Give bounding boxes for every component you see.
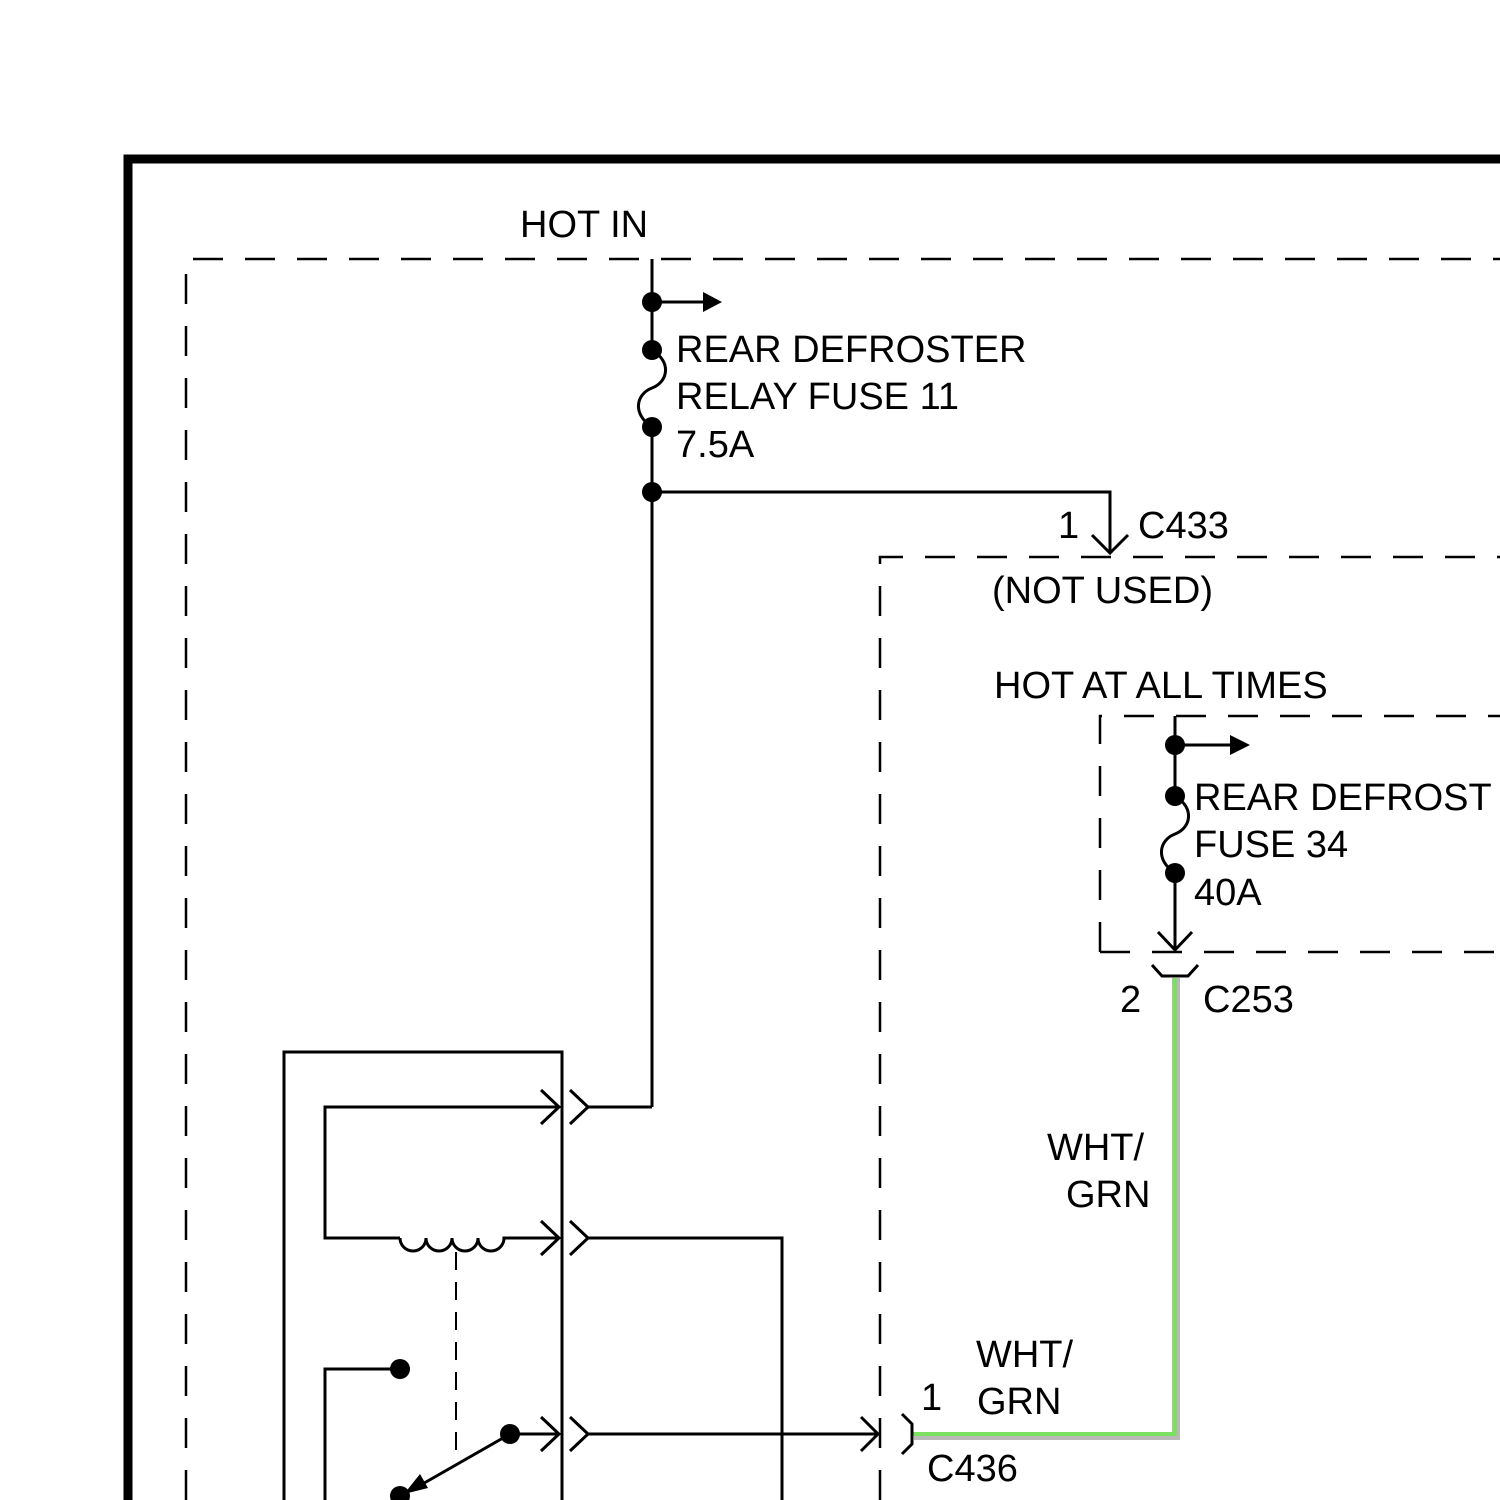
c436-connector-icon <box>902 1414 912 1454</box>
relay-nc-contact <box>390 1359 410 1379</box>
fuse34-label-line1: REAR DEFROST <box>1194 777 1492 819</box>
relay-switch-arm <box>412 1434 510 1490</box>
wire-color-label-horizontal-line2: GRN <box>977 1381 1061 1423</box>
fuse34-continuation-arrow-icon <box>1230 735 1250 755</box>
fuse11-label-line2: RELAY FUSE 11 <box>676 376 959 418</box>
not-used-note: (NOT USED) <box>992 570 1213 612</box>
fuse11-label-line1: REAR DEFROSTER <box>676 329 1026 371</box>
c253-connector-name: C253 <box>1203 979 1294 1021</box>
relay-pin2-connector-icon <box>570 1221 588 1255</box>
c433-pin-number: 1 <box>1058 505 1079 547</box>
relay-nc-contact-wire <box>325 1369 400 1500</box>
fuse34-rating: 40A <box>1194 872 1262 914</box>
fuse11-rating: 7.5A <box>676 424 755 466</box>
fuse34-symbol <box>1161 796 1188 873</box>
fuse34-label-line2: FUSE 34 <box>1194 824 1348 866</box>
c253-connector-icon <box>1152 965 1198 976</box>
relay-pin3-connector-icon <box>570 1417 588 1451</box>
relay-internal-wire-top <box>325 1107 559 1238</box>
c253-pin-number: 2 <box>1120 979 1141 1021</box>
relay-switch-pivot <box>390 1486 410 1500</box>
c436-pin-number: 1 <box>921 1377 942 1419</box>
hot-at-all-times-label: HOT AT ALL TIMES <box>994 665 1328 707</box>
c436-connector-name: C436 <box>927 1448 1018 1490</box>
c433-branch-wire <box>652 492 1110 553</box>
wire-color-label-horizontal-line1: WHT/ <box>976 1334 1074 1376</box>
fuse11-symbol <box>638 350 665 427</box>
relay-pin1-connector-icon <box>570 1090 588 1124</box>
relay-coil-symbol <box>400 1238 559 1251</box>
wire-color-label-vertical-line2: GRN <box>1066 1174 1150 1216</box>
hot-in-label: HOT IN <box>520 204 648 246</box>
wire-color-label-vertical-line1: WHT/ <box>1047 1127 1145 1169</box>
c433-connector-name: C433 <box>1138 505 1229 547</box>
fuse-box-dashed-boundary <box>186 259 1500 1500</box>
continuation-arrow-icon <box>703 292 722 312</box>
relay-coil-output-wire <box>588 1238 782 1500</box>
